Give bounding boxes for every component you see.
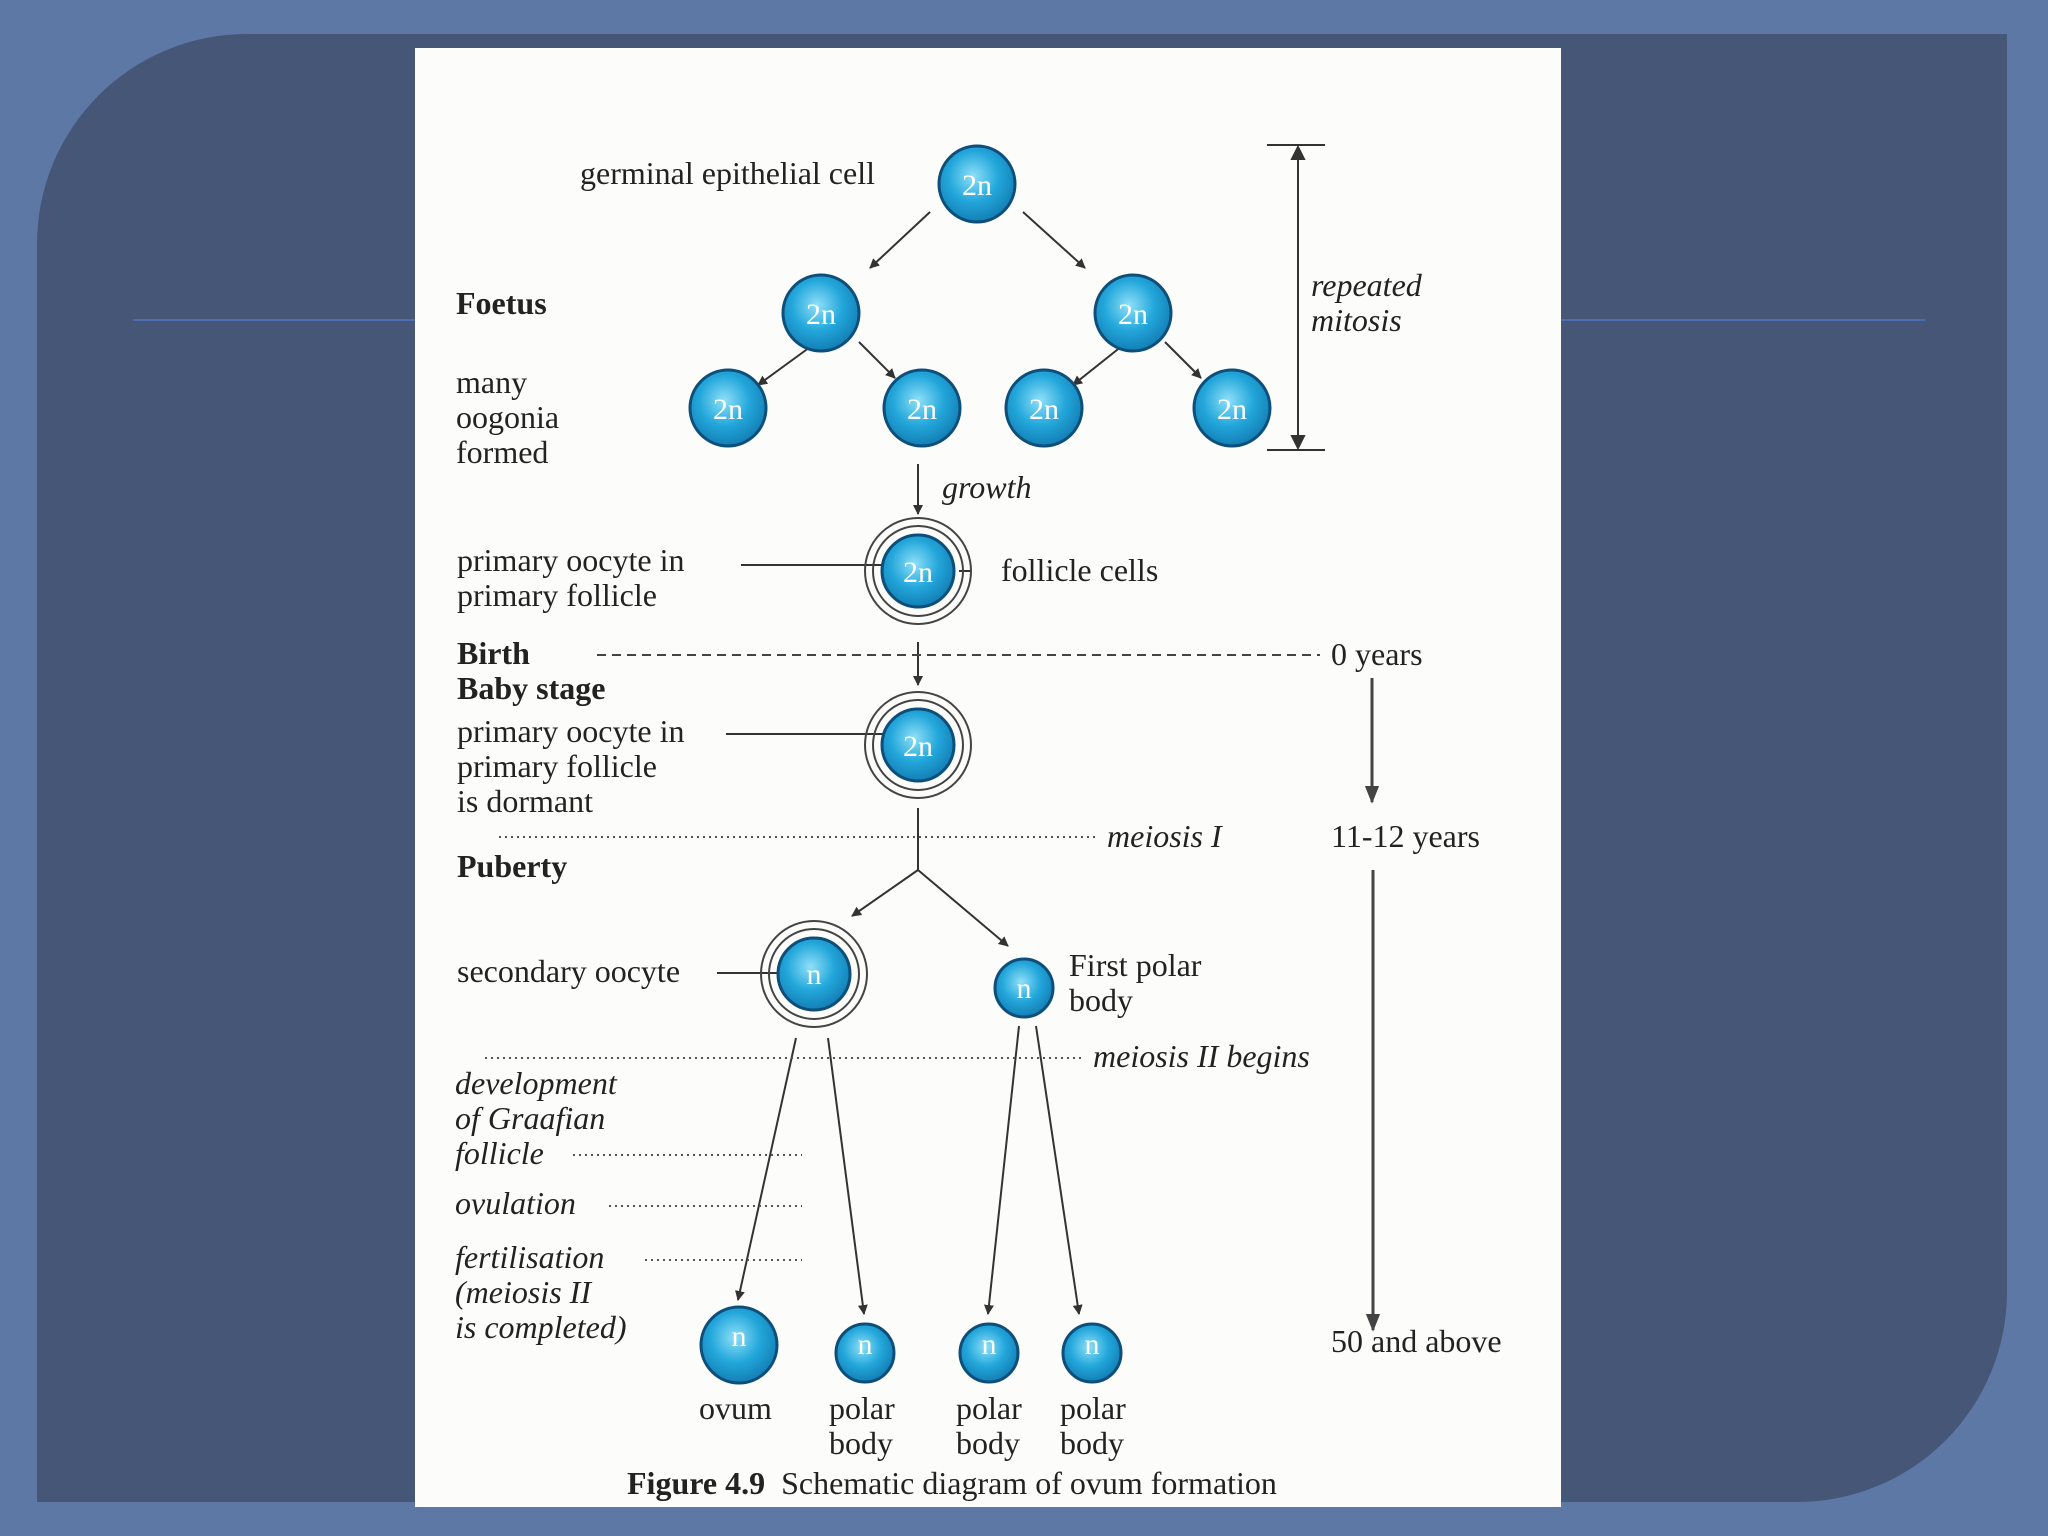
label-meiosis-1: meiosis I	[1107, 818, 1223, 854]
svg-text:2n: 2n	[962, 169, 992, 202]
label-repeated: repeated	[1311, 267, 1423, 303]
label-birth: Birth	[457, 635, 530, 671]
svg-text:n: n	[732, 1320, 747, 1353]
svg-text:n: n	[982, 1328, 997, 1361]
mitosis-bracket	[1267, 144, 1325, 451]
label-dormant-3: is dormant	[457, 783, 593, 819]
svg-text:2n: 2n	[903, 730, 933, 763]
label-foetus: Foetus	[456, 285, 547, 321]
svg-text:n: n	[1085, 1328, 1100, 1361]
cell-polar-body-3: n	[1061, 1322, 1123, 1384]
cell-oogonium-3: 2n	[1004, 368, 1084, 448]
svg-text:n: n	[858, 1328, 873, 1361]
title-rule-left	[133, 319, 416, 321]
label-meiosis-2-begins: meiosis II begins	[1093, 1038, 1310, 1074]
label-many-oogonia-1: many	[456, 364, 527, 400]
svg-text:2n: 2n	[907, 393, 937, 426]
cell-ovum: n	[699, 1305, 779, 1385]
label-dormant-2: primary follicle	[457, 748, 657, 784]
label-fertilisation-3: is completed)	[455, 1309, 627, 1345]
label-polar-2b: body	[956, 1425, 1020, 1461]
label-growth: growth	[942, 469, 1032, 505]
label-ovum: ovum	[699, 1390, 772, 1426]
label-mitosis: mitosis	[1311, 302, 1402, 338]
label-first-polar-2: body	[1069, 982, 1133, 1018]
label-germinal-epithelial-cell: germinal epithelial cell	[580, 155, 875, 191]
cell-polar-body-2: n	[958, 1322, 1020, 1384]
label-secondary-oocyte: secondary oocyte	[457, 953, 680, 989]
figure-caption-number: Figure 4.9	[627, 1465, 765, 1501]
svg-text:2n: 2n	[806, 298, 836, 331]
svg-text:2n: 2n	[1118, 298, 1148, 331]
svg-text:n: n	[1017, 972, 1032, 1005]
cell-secondary-oocyte: n	[776, 936, 852, 1012]
title-rule-right	[1561, 319, 1925, 321]
label-puberty: Puberty	[457, 848, 567, 884]
svg-text:2n: 2n	[713, 393, 743, 426]
label-zero-years: 0 years	[1331, 636, 1423, 672]
label-graafian-2: of Graafian	[455, 1100, 605, 1136]
label-fertilisation-2: (meiosis II	[455, 1274, 592, 1310]
cell-oogonium-2: 2n	[882, 368, 962, 448]
label-polar-1a: polar	[829, 1390, 895, 1426]
cell-germinal: 2n	[937, 144, 1017, 224]
label-age-50: 50 and above	[1331, 1323, 1502, 1359]
label-ovulation: ovulation	[455, 1185, 576, 1221]
figure-caption: Figure 4.9 Schematic diagram of ovum form…	[627, 1465, 1277, 1501]
label-graafian-3: follicle	[455, 1135, 544, 1171]
figure-caption-text: Schematic diagram of ovum formation	[781, 1465, 1277, 1501]
cell-oogonium-4: 2n	[1192, 368, 1272, 448]
label-polar-1b: body	[829, 1425, 893, 1461]
cell-oogonium-1: 2n	[688, 368, 768, 448]
label-polar-3a: polar	[1060, 1390, 1126, 1426]
label-follicle-cells: follicle cells	[1001, 552, 1158, 588]
svg-text:n: n	[807, 958, 822, 991]
cell-foetus-right: 2n	[1093, 273, 1173, 353]
label-fertilisation-1: fertilisation	[455, 1239, 604, 1275]
ovum-formation-diagram: 2n 2n 2n 2n 2n 2n 2n 2n 2n n n n	[455, 144, 1502, 1501]
cell-dormant-oocyte: 2n	[880, 707, 956, 783]
label-first-polar-1: First polar	[1069, 947, 1202, 983]
svg-text:2n: 2n	[1029, 393, 1059, 426]
follicle-rings	[760, 517, 972, 1028]
label-primary-oocyte-1: primary oocyte in	[457, 542, 684, 578]
label-polar-3b: body	[1060, 1425, 1124, 1461]
cell-polar-body-1: n	[834, 1322, 896, 1384]
label-graafian-1: development	[455, 1065, 618, 1101]
label-primary-oocyte-2: primary follicle	[457, 577, 657, 613]
cell-foetus-left: 2n	[781, 273, 861, 353]
label-dormant-1: primary oocyte in	[457, 713, 684, 749]
ovum-formation-figure: 2n 2n 2n 2n 2n 2n 2n 2n 2n n n n	[415, 48, 1561, 1507]
cell-primary-oocyte: 2n	[880, 533, 956, 609]
label-baby-stage: Baby stage	[457, 670, 605, 706]
label-polar-2a: polar	[956, 1390, 1022, 1426]
tree-connectors	[735, 211, 1202, 1315]
label-many-oogonia-2: oogonia	[456, 399, 559, 435]
label-age-11-12: 11-12 years	[1331, 818, 1480, 854]
svg-text:2n: 2n	[1217, 393, 1247, 426]
cell-first-polar-body: n	[993, 957, 1055, 1019]
svg-text:2n: 2n	[903, 556, 933, 589]
label-many-oogonia-3: formed	[456, 434, 548, 470]
